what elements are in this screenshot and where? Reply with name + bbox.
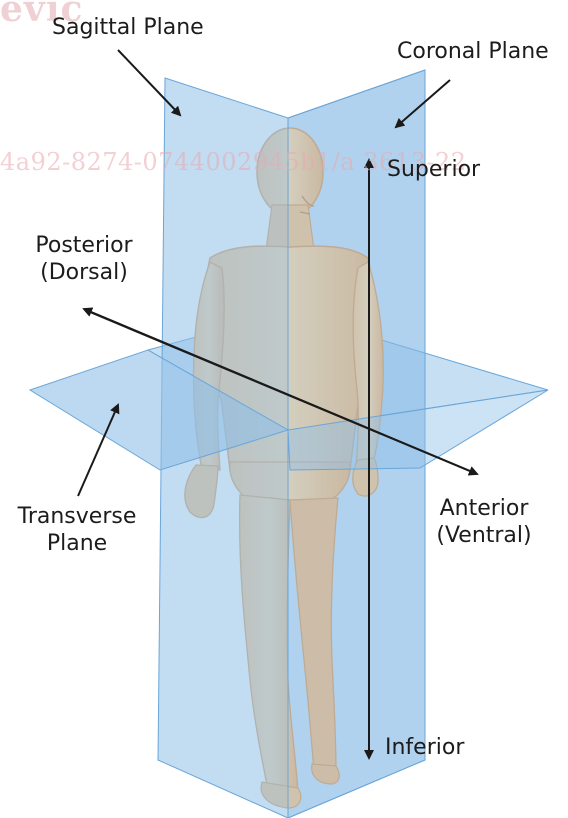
posterior-label: Posterior (Dorsal)	[24, 232, 144, 286]
transverse-label-line1: Transverse	[4, 503, 150, 530]
transverse-plane-label: Transverse Plane	[4, 503, 150, 557]
superior-label: Superior	[387, 156, 480, 183]
posterior-label-line2: (Dorsal)	[24, 259, 144, 286]
posterior-label-line1: Posterior	[24, 232, 144, 259]
anterior-label: Anterior (Ventral)	[428, 495, 540, 549]
anterior-label-line1: Anterior	[428, 495, 540, 522]
transverse-label-line2: Plane	[4, 530, 150, 557]
sagittal-plane-label: Sagittal Plane	[52, 14, 204, 41]
anterior-label-line2: (Ventral)	[428, 522, 540, 549]
coronal-plane-label: Coronal Plane	[397, 38, 549, 65]
inferior-label: Inferior	[385, 734, 464, 761]
